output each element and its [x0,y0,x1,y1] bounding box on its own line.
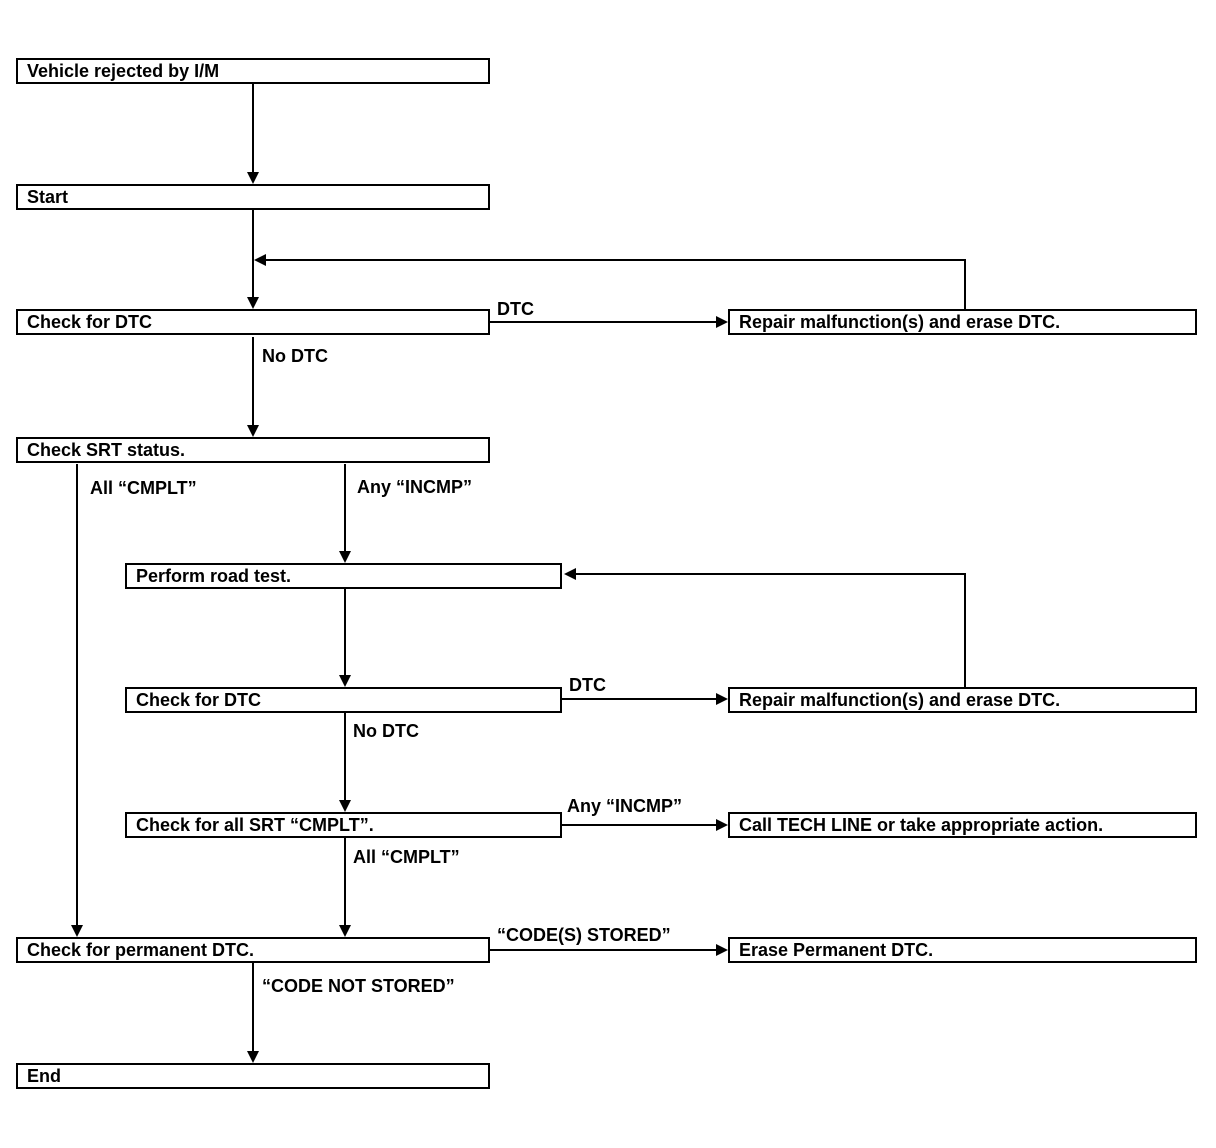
arrowhead-into-repair1 [716,316,728,328]
arrowhead-into-end [247,1051,259,1063]
node-repair-erase-dtc-2: Repair malfunction(s) and erase DTC. [728,687,1197,713]
node-check-permanent-dtc: Check for permanent DTC. [16,937,490,963]
edge-label-all-cmplt-1: All “CMPLT” [90,478,197,498]
arrowhead-feedback1-into-main-line [254,254,266,266]
connector-dtc2-to-repair2 [562,698,716,700]
node-check-srt-status: Check SRT status. [16,437,490,463]
connector-incmp-to-call-tech [562,824,716,826]
edge-label-codes-stored: “CODE(S) STORED” [497,925,671,945]
connector-road-test-to-check-dtc2 [344,589,346,675]
arrowhead-into-check-dtc-1 [247,297,259,309]
connector-any-incmp-to-road-test [344,464,346,551]
connector-stored-to-erase-permanent [490,949,716,951]
edge-label-no-dtc-1: No DTC [262,346,328,366]
connector-repair2-feedback-vertical [964,573,966,687]
node-perform-road-test: Perform road test. [125,563,562,589]
connector-dtc1-to-repair1 [490,321,716,323]
arrowhead-feedback2-into-road-test [564,568,576,580]
arrowhead-into-check-dtc-2 [339,675,351,687]
connector-repair2-feedback-horizontal [576,573,965,575]
connector-no-dtc-to-check-srt [252,337,254,425]
connector-repair1-feedback-vertical [964,259,966,309]
connector-vehicle-to-start [252,84,254,172]
connector-no-dtc2-to-check-all-srt [344,713,346,800]
node-vehicle-rejected: Vehicle rejected by I/M [16,58,490,84]
edge-label-code-not-stored: “CODE NOT STORED” [262,976,455,996]
arrowhead-into-check-srt [247,425,259,437]
node-repair-erase-dtc-1: Repair malfunction(s) and erase DTC. [728,309,1197,335]
node-end: End [16,1063,490,1089]
node-check-all-srt-cmplt: Check for all SRT “CMPLT”. [125,812,562,838]
arrowhead-left-branch-into-permanent [71,925,83,937]
edge-label-dtc-1: DTC [497,299,534,319]
arrowhead-into-repair2 [716,693,728,705]
connector-start-to-check-dtc [252,210,254,297]
node-check-dtc-1: Check for DTC [16,309,490,335]
connector-all-cmplt2-to-permanent [344,838,346,925]
connector-permanent-to-end [252,963,254,1051]
connector-repair1-feedback-horizontal [266,259,966,261]
edge-label-any-incmp-2: Any “INCMP” [567,796,683,816]
edge-label-no-dtc-2: No DTC [353,721,419,741]
arrowhead-into-erase-permanent [716,944,728,956]
node-erase-permanent-dtc: Erase Permanent DTC. [728,937,1197,963]
node-call-tech-line: Call TECH LINE or take appropriate actio… [728,812,1197,838]
edge-label-any-incmp-1: Any “INCMP” [357,477,473,497]
node-check-dtc-2: Check for DTC [125,687,562,713]
edge-label-dtc-2: DTC [569,675,606,695]
arrowhead-into-call-tech [716,819,728,831]
node-start: Start [16,184,490,210]
arrowhead-into-check-all-srt [339,800,351,812]
arrowhead-into-start [247,172,259,184]
edge-label-all-cmplt-2: All “CMPLT” [353,847,460,867]
arrowhead-mid-branch-into-permanent [339,925,351,937]
connector-all-cmplt-to-permanent [76,464,78,925]
arrowhead-into-road-test [339,551,351,563]
